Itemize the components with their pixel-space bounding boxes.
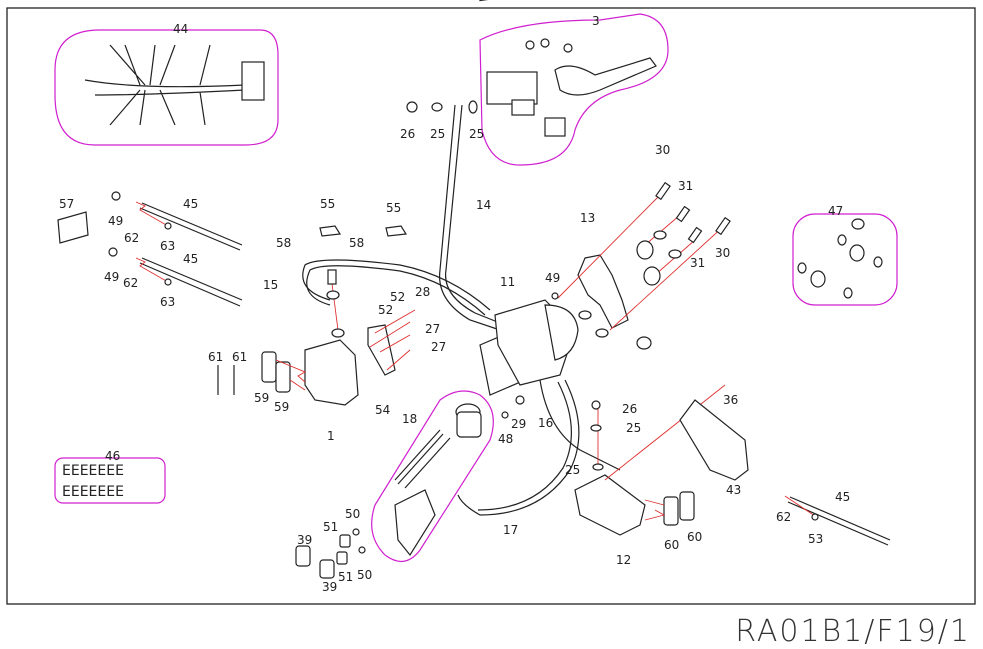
callout-45: 45 <box>835 490 850 504</box>
callout-30: 30 <box>655 143 670 157</box>
clamp-55 <box>319 225 408 237</box>
brake-hose-14 <box>438 104 501 331</box>
callout-44: 44 <box>173 22 188 36</box>
front-caliper-1 <box>217 269 359 406</box>
callout-55: 55 <box>386 201 401 215</box>
callout-12: 12 <box>616 553 631 567</box>
bracket-54 <box>367 324 396 376</box>
callout-58: 58 <box>276 236 291 250</box>
callout-11: 11 <box>500 275 515 289</box>
callout-54: 54 <box>375 403 390 417</box>
callout-31: 31 <box>690 256 705 270</box>
grommets-13 <box>578 181 731 350</box>
front-master-cylinder <box>479 0 657 137</box>
callout-39: 39 <box>297 533 312 547</box>
rods-45 <box>108 191 891 546</box>
callout-17: 17 <box>503 523 518 537</box>
rear-reservoir-18 <box>394 403 482 557</box>
diagram-code: RA01B1/F19/1 <box>735 614 971 649</box>
callout-3: 3 <box>592 14 600 28</box>
callout-16: 16 <box>538 416 553 430</box>
callout-13: 13 <box>580 211 595 225</box>
callout-62: 62 <box>124 231 139 245</box>
callout-52: 52 <box>378 303 393 317</box>
group-3-master-cylinder-kit <box>479 13 669 166</box>
callout-25: 25 <box>565 463 580 477</box>
callout-51: 51 <box>338 570 353 584</box>
callout-62: 62 <box>123 276 138 290</box>
callout-60: 60 <box>664 538 679 552</box>
group-47-grommet-kit <box>792 213 898 306</box>
bracket-43 <box>679 399 749 481</box>
callout-39: 39 <box>322 580 337 594</box>
callout-45: 45 <box>183 252 198 266</box>
assembly-lines-54 <box>369 309 416 371</box>
callout-31: 31 <box>678 179 693 193</box>
svg-text:EEEEEEE: EEEEEEE <box>62 463 124 479</box>
callout-58: 58 <box>349 236 364 250</box>
callout-15: 15 <box>263 278 278 292</box>
callout-57: 57 <box>59 197 74 211</box>
grommet-kit-47 <box>797 218 883 299</box>
bracket-57 <box>57 211 89 244</box>
brake-hose-15-b <box>306 265 486 316</box>
callout-28: 28 <box>415 285 430 299</box>
callout-18: 18 <box>402 412 417 426</box>
svg-text:EEEEEEE: EEEEEEE <box>62 484 124 500</box>
callout-63: 63 <box>160 239 175 253</box>
callout-47: 47 <box>828 204 843 218</box>
callout-51: 51 <box>323 520 338 534</box>
diagram-frame <box>6 7 976 605</box>
abs-unit-11 <box>479 299 579 396</box>
callout-36: 36 <box>723 393 738 407</box>
callout-14: 14 <box>476 198 491 212</box>
callout-46: 46 <box>105 449 120 463</box>
callout-61: 61 <box>208 350 223 364</box>
callout-52: 52 <box>390 290 405 304</box>
callout-26: 26 <box>400 127 415 141</box>
callout-49: 49 <box>545 271 560 285</box>
rear-caliper-12 <box>574 384 726 536</box>
assembly-lines-13 <box>557 189 726 331</box>
callout-62: 62 <box>776 510 791 524</box>
callout-25: 25 <box>469 127 484 141</box>
callout-25: 25 <box>626 421 641 435</box>
callout-26: 26 <box>622 402 637 416</box>
brake-hose-17-b <box>477 381 572 511</box>
callout-55: 55 <box>320 197 335 211</box>
callout-49: 49 <box>108 214 123 228</box>
fasteners: EEEEEEE EEEEEEE <box>62 100 604 579</box>
callout-25: 25 <box>430 127 445 141</box>
callout-59: 59 <box>274 400 289 414</box>
callout-27: 27 <box>425 322 440 336</box>
callout-45: 45 <box>183 197 198 211</box>
callout-50: 50 <box>357 568 372 582</box>
brake-hose-16 <box>539 379 621 471</box>
callout-61: 61 <box>232 350 247 364</box>
callout-29: 29 <box>511 417 526 431</box>
callout-30: 30 <box>715 246 730 260</box>
group-46-clip-kit <box>54 457 166 504</box>
callout-50: 50 <box>345 507 360 521</box>
callout-49: 49 <box>104 270 119 284</box>
callout-1: 1 <box>327 429 335 443</box>
callout-63: 63 <box>160 295 175 309</box>
callout-48: 48 <box>498 432 513 446</box>
group-18-rear-reservoir <box>371 390 494 562</box>
brake-hose-17 <box>457 379 580 516</box>
brake-hose-15 <box>302 259 491 311</box>
bracket-13 <box>577 254 629 329</box>
callout-60: 60 <box>687 530 702 544</box>
callout-27: 27 <box>431 340 446 354</box>
callout-59: 59 <box>254 391 269 405</box>
group-44-wiring-harness <box>54 29 279 146</box>
callout-53: 53 <box>808 532 823 546</box>
brake-hose-14-b <box>444 104 506 326</box>
wiring-harness-44 <box>84 44 265 126</box>
callout-43: 43 <box>726 483 741 497</box>
